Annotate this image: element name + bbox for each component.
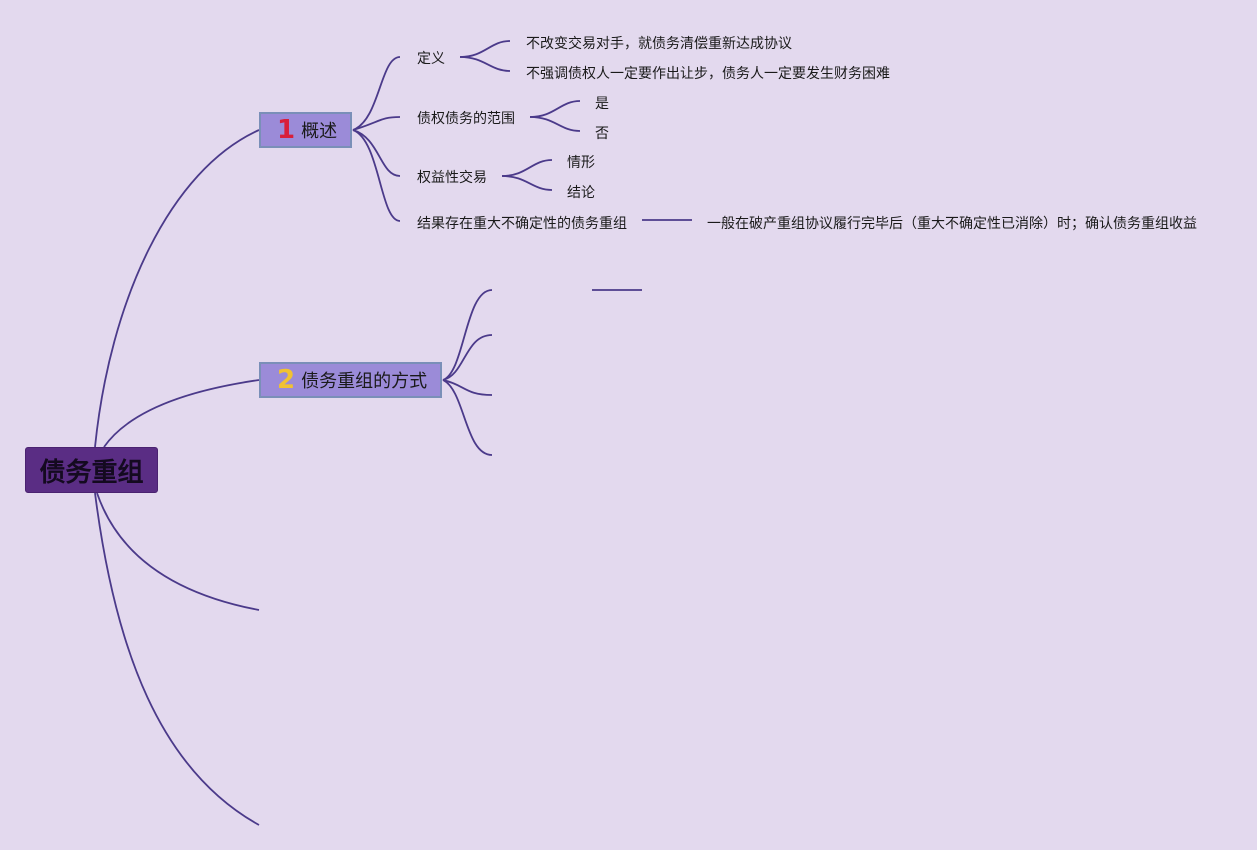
connector-root-b2	[103, 379, 260, 448]
topic-equity-item-situation[interactable]: 情形	[567, 155, 595, 171]
topic-equity-transaction[interactable]: 权益性交易	[417, 170, 487, 186]
connector-root-b4	[94, 492, 260, 826]
connector-b2-s2	[442, 334, 493, 381]
connector-equity-c1	[501, 159, 553, 177]
connector-b2-s3	[442, 379, 493, 396]
branch-label-methods: 债务重组的方式	[301, 371, 428, 392]
connector-b1-s1	[352, 56, 401, 131]
branch-number-1: 1	[277, 115, 296, 145]
topic-equity-item-conclusion[interactable]: 结论	[567, 185, 595, 201]
connector-def-c1	[459, 40, 511, 58]
connector-b1-s3	[352, 129, 401, 177]
root-node[interactable]: 债务重组	[25, 447, 158, 493]
topic-definition-item-1[interactable]: 不改变交易对手，就债务清偿重新达成协议	[526, 36, 792, 52]
topic-definition-item-2[interactable]: 不强调债权人一定要作出让步，债务人一定要发生财务困难	[526, 66, 890, 82]
topic-scope-item-no[interactable]: 否	[595, 126, 609, 142]
topic-scope-item-yes[interactable]: 是	[595, 96, 609, 112]
connector-root-b3	[96, 492, 260, 611]
topic-uncertain-result[interactable]: 结果存在重大不确定性的债务重组	[417, 216, 627, 232]
branch-number-2: 2	[277, 365, 296, 395]
branch-node-overview[interactable]: 1 概述	[259, 112, 352, 148]
connector-b1-s2	[352, 116, 401, 131]
connector-def-c2	[459, 56, 511, 72]
connector-b2-s1	[442, 289, 493, 381]
connector-b2-s4	[442, 379, 493, 456]
connector-scope-c1	[529, 100, 581, 118]
connector-equity-c2	[501, 175, 553, 191]
topic-definition[interactable]: 定义	[417, 51, 445, 67]
branch-node-methods[interactable]: 2 债务重组的方式	[259, 362, 442, 398]
branch-label-overview: 概述	[301, 121, 338, 142]
connector-b1-s4	[352, 129, 401, 222]
topic-scope[interactable]: 债权债务的范围	[417, 111, 515, 127]
connector-root-b1	[94, 129, 260, 448]
topic-uncertain-item-1[interactable]: 一般在破产重组协议履行完毕后（重大不确定性已消除）时；确认债务重组收益	[707, 216, 1197, 232]
connector-scope-c2	[529, 116, 581, 132]
